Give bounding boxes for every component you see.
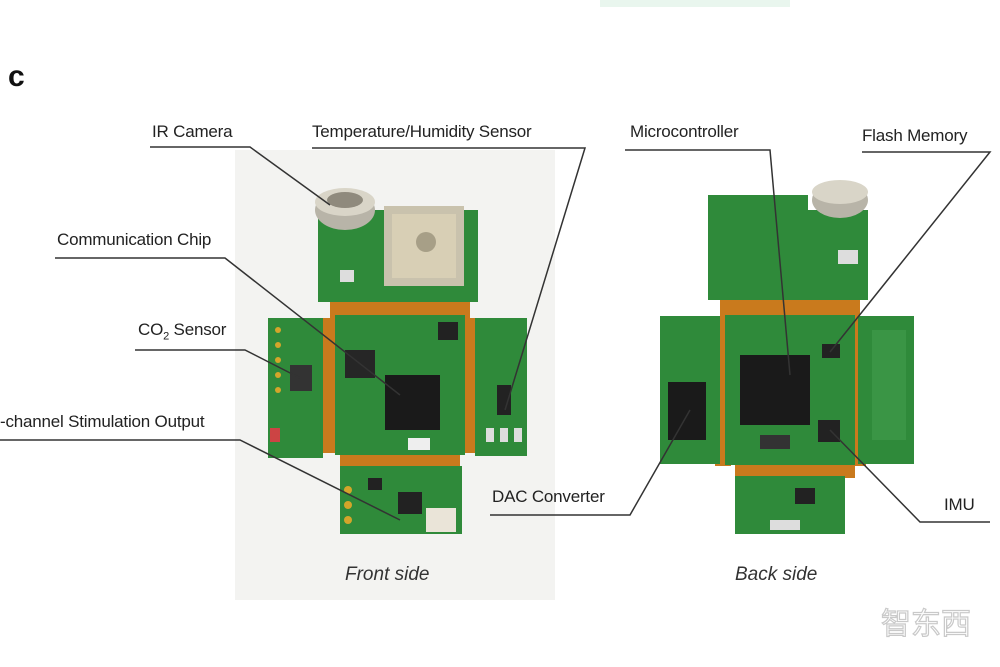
back-flex-bottom (735, 462, 855, 478)
co2-subscript: 2 (163, 330, 170, 343)
leader-stimulation (0, 439, 401, 521)
label-communication-chip: Communication Chip (57, 230, 212, 249)
back-side-board (660, 180, 914, 534)
leader-ir-camera (150, 146, 331, 206)
leader-microcontroller (625, 149, 791, 376)
microcontroller-chip (740, 355, 810, 425)
caption-front-side: Front side (345, 564, 430, 585)
label-imu: IMU (944, 495, 975, 514)
leader-lines (0, 146, 992, 523)
front-side-board (268, 188, 527, 534)
co2-suffix: Sensor (169, 320, 227, 339)
front-flex-left (320, 318, 338, 453)
dac-chip (668, 382, 706, 440)
label-co2-sensor: CO2 Sensor (138, 320, 226, 342)
label-temp-humidity: Temperature/Humidity Sensor (312, 122, 532, 141)
leader-communication-chip (55, 257, 401, 396)
label-dac-converter: DAC Converter (492, 487, 605, 506)
panel-letter: c (8, 60, 25, 93)
leader-flash-memory (829, 151, 992, 353)
leader-co2-sensor (135, 349, 301, 379)
co2-prefix: CO (138, 320, 164, 339)
co2-sensor-chip (290, 365, 312, 391)
label-microcontroller: Microcontroller (630, 122, 739, 141)
leader-dac-converter (490, 409, 691, 516)
stimulation-connector (426, 508, 456, 532)
back-antenna-board (708, 195, 808, 300)
label-stimulation-output: -channel Stimulation Output (0, 412, 205, 431)
label-flash-memory: Flash Memory (862, 126, 968, 145)
back-flex-top (720, 300, 860, 318)
caption-back-side: Back side (735, 564, 818, 585)
svg-text:智东西: 智东西 (881, 607, 971, 642)
label-ir-camera: IR Camera (152, 122, 233, 141)
leader-imu (829, 429, 990, 523)
imu-chip (818, 420, 840, 442)
top-edge-strip (600, 0, 790, 7)
watermark-logo: 智东西 (880, 606, 971, 642)
front-flex-bottom (340, 452, 460, 468)
front-main-chip (385, 375, 440, 430)
front-flex-top (330, 298, 470, 318)
leader-temp-humidity (312, 147, 587, 411)
